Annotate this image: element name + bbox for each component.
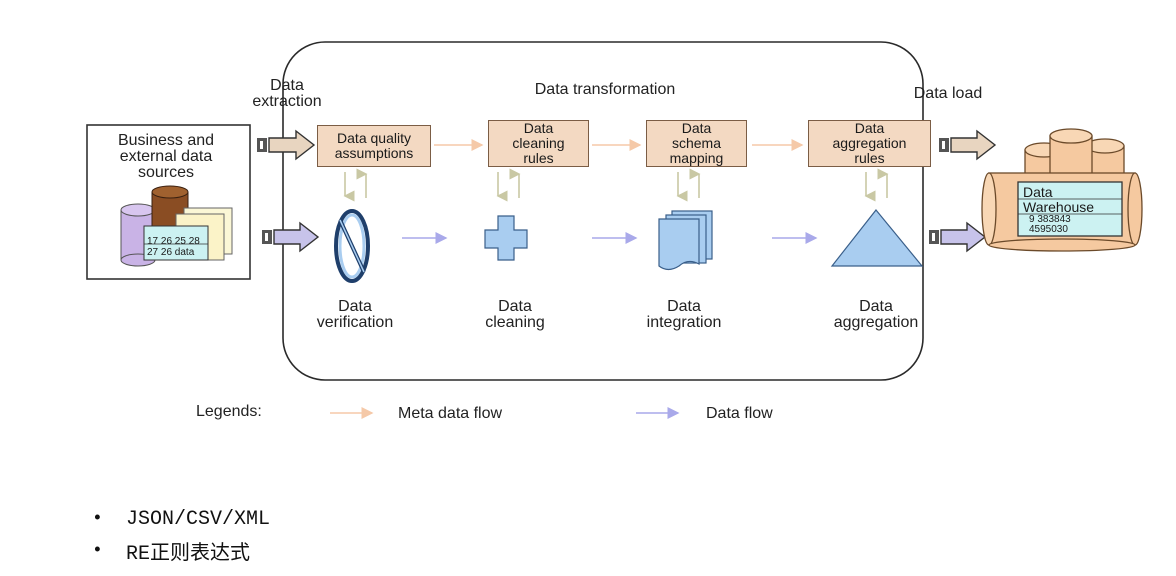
- bullet-item: • JSON/CSV/XML: [92, 503, 270, 535]
- source-sheet-text: 17 26 25 28 27 26 data: [147, 236, 203, 258]
- extraction-meta-arrow: [257, 129, 316, 161]
- stage-extraction-line-1: Data: [270, 77, 304, 94]
- legend-data-label: Data flow: [706, 405, 773, 422]
- bullet-text: JSON/CSV/XML: [126, 507, 271, 531]
- box-1-line-1: Data quality: [337, 130, 411, 146]
- plus-cross-icon: [484, 215, 528, 261]
- bullet-list: • JSON/CSV/XML • RE正则表达式: [92, 503, 270, 567]
- stage-extraction-line-2: extraction: [252, 93, 322, 110]
- box-4-line-3: rules: [854, 150, 885, 166]
- stage-load-label: Data load: [913, 85, 983, 102]
- bullet-dot: •: [92, 541, 103, 561]
- warehouse-subtitle: Warehouse: [1023, 199, 1094, 215]
- stage-transformation-label: Data transformation: [534, 81, 676, 98]
- document-stack-icon: [658, 210, 713, 271]
- box-2-line-1: Data: [523, 120, 554, 136]
- step-4-line-1: Data: [859, 298, 893, 315]
- warehouse-line2: 4595030: [1029, 224, 1068, 235]
- box-2-line-3: rules: [523, 150, 554, 166]
- step-3-line-2: integration: [646, 314, 722, 331]
- warehouse-icon: [981, 128, 1143, 252]
- step-1-line-1: Data: [338, 298, 372, 315]
- box-3-line-1: Data: [681, 120, 712, 136]
- source-line-3: sources: [137, 164, 195, 181]
- source-line-1: Business and: [117, 132, 215, 149]
- step-4-line-2: aggregation: [833, 314, 919, 331]
- no-symbol-icon: [334, 209, 370, 283]
- triangle-icon: [830, 209, 924, 267]
- bullet-dot: •: [92, 509, 103, 529]
- box-4-line-2: aggregation: [832, 135, 907, 151]
- load-data-arrow: [929, 221, 987, 253]
- step-3-line-1: Data: [667, 298, 701, 315]
- source-line-2: external data: [119, 148, 213, 165]
- bullet-text: RE正则表达式: [126, 543, 251, 566]
- extraction-data-arrow: [262, 221, 320, 253]
- transformation-boundary: [282, 41, 924, 381]
- box-4-line-1: Data: [854, 120, 885, 136]
- step-2-line-1: Data: [498, 298, 532, 315]
- warehouse-title: Data: [1023, 184, 1053, 200]
- box-1-line-2: assumptions: [334, 145, 414, 161]
- legend-meta-label: Meta data flow: [398, 405, 503, 422]
- load-meta-arrow: [939, 129, 997, 161]
- legend-title: Legends:: [196, 403, 262, 420]
- box-3-line-3: mapping: [669, 150, 724, 166]
- warehouse-line1: 9 383843: [1029, 214, 1071, 225]
- source-spreadsheet-icon: [143, 207, 233, 261]
- step-2-line-2: cleaning: [485, 314, 545, 331]
- box-3-line-2: schema: [671, 135, 721, 151]
- source-label: Business and external data sources: [91, 133, 241, 181]
- step-1-line-2: verification: [316, 314, 394, 331]
- bullet-item: • RE正则表达式: [92, 535, 270, 567]
- vertical-meta-arrows: [343, 168, 889, 202]
- box-2-line-2: cleaning: [512, 135, 565, 151]
